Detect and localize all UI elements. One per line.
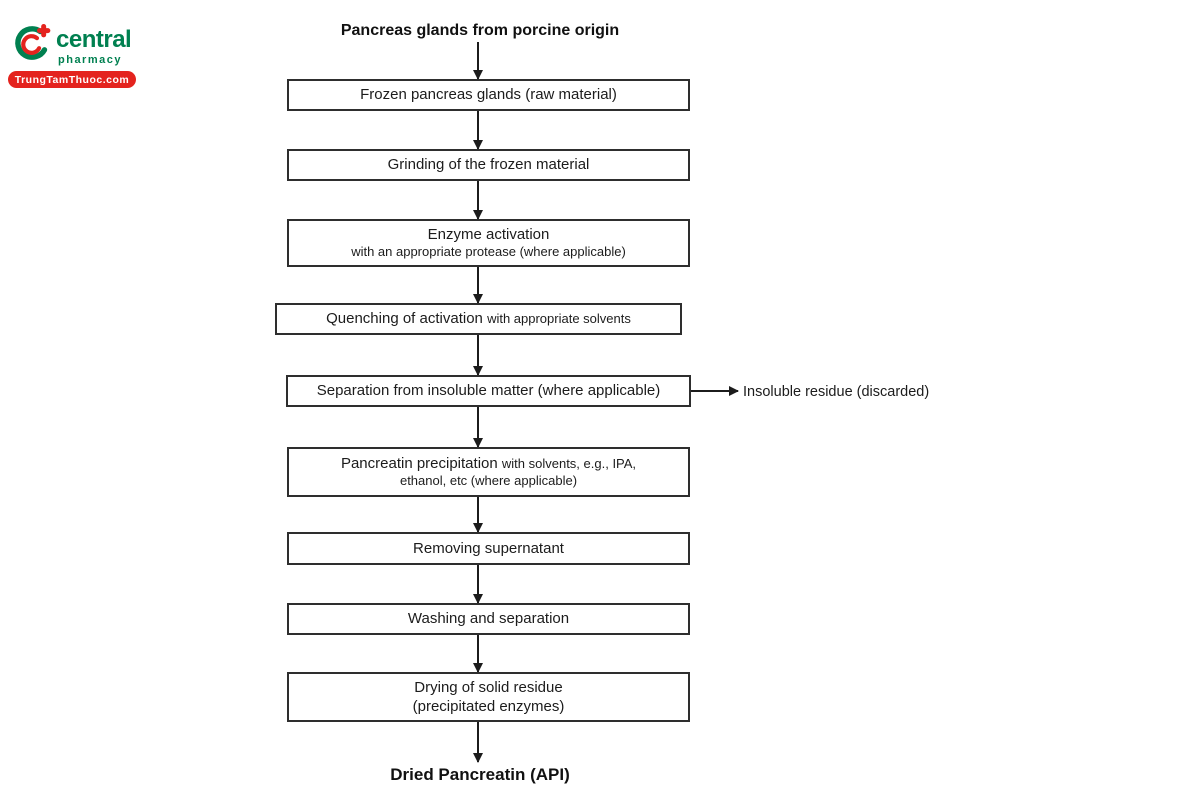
- logo-c-icon: [15, 24, 51, 60]
- flow-step-separation: Separation from insoluble matter (where …: [286, 375, 691, 407]
- logo-banner: TrungTamThuoc.com: [8, 71, 136, 88]
- step-subtext: with an appropriate protease (where appl…: [351, 244, 626, 260]
- flow-step-frozen-glands: Frozen pancreas glands (raw material): [287, 79, 690, 111]
- flow-step-quenching: Quenching of activation with appropriate…: [275, 303, 682, 335]
- logo-brand-text: central: [56, 26, 132, 53]
- step-text: Drying of solid residue: [414, 678, 563, 696]
- arrow-separation-to-residue: [691, 386, 739, 396]
- flow-step-removing-supernatant: Removing supernatant: [287, 532, 690, 565]
- flow-branch-label: Insoluble residue (discarded): [743, 384, 930, 400]
- flow-start-label: Pancreas glands from porcine origin: [340, 22, 620, 39]
- arrow-step8-to-step9: [473, 635, 483, 673]
- logo-texts: central pharmacy: [56, 14, 132, 67]
- logo-row: central pharmacy: [8, 14, 148, 66]
- flow-step-grinding: Grinding of the frozen material: [287, 149, 690, 181]
- step-text: Removing supernatant: [413, 539, 564, 557]
- step-subtext: ethanol, etc (where applicable): [399, 473, 578, 489]
- step-text: Quenching of activation: [326, 310, 483, 328]
- arrow-step2-to-step3: [473, 180, 483, 220]
- step-text: Enzyme activation: [427, 225, 550, 243]
- central-pharmacy-logo: central pharmacy TrungTamThuoc.com: [8, 14, 148, 88]
- arrow-step6-to-step7: [473, 496, 483, 533]
- arrow-step9-to-end: [473, 722, 483, 763]
- flow-step-enzyme-activation: Enzyme activation with an appropriate pr…: [287, 219, 690, 267]
- arrow-step4-to-step5: [473, 334, 483, 376]
- arrow-step3-to-step4: [473, 266, 483, 304]
- step-text: Washing and separation: [407, 610, 570, 628]
- step-text: Separation from insoluble matter (where …: [316, 382, 661, 400]
- flow-end-label: Dried Pancreatin (API): [390, 765, 570, 784]
- step-text-line2: (precipitated enzymes): [412, 698, 565, 715]
- step-text: Frozen pancreas glands (raw material): [360, 86, 617, 104]
- arrow-step7-to-step8: [473, 564, 483, 604]
- step-text: Grinding of the frozen material: [387, 156, 590, 174]
- flow-step-drying: Drying of solid residue (precipitated en…: [287, 672, 690, 722]
- arrow-step5-to-step6: [473, 406, 483, 448]
- arrow-start-to-step1: [473, 42, 483, 80]
- arrow-step1-to-step2: [473, 110, 483, 150]
- logo-tagline-text: pharmacy: [58, 54, 122, 66]
- flow-step-washing: Washing and separation: [287, 603, 690, 635]
- flow-step-precipitation: Pancreatin precipitation with solvents, …: [287, 447, 690, 497]
- step-text: Pancreatin precipitation: [340, 454, 498, 472]
